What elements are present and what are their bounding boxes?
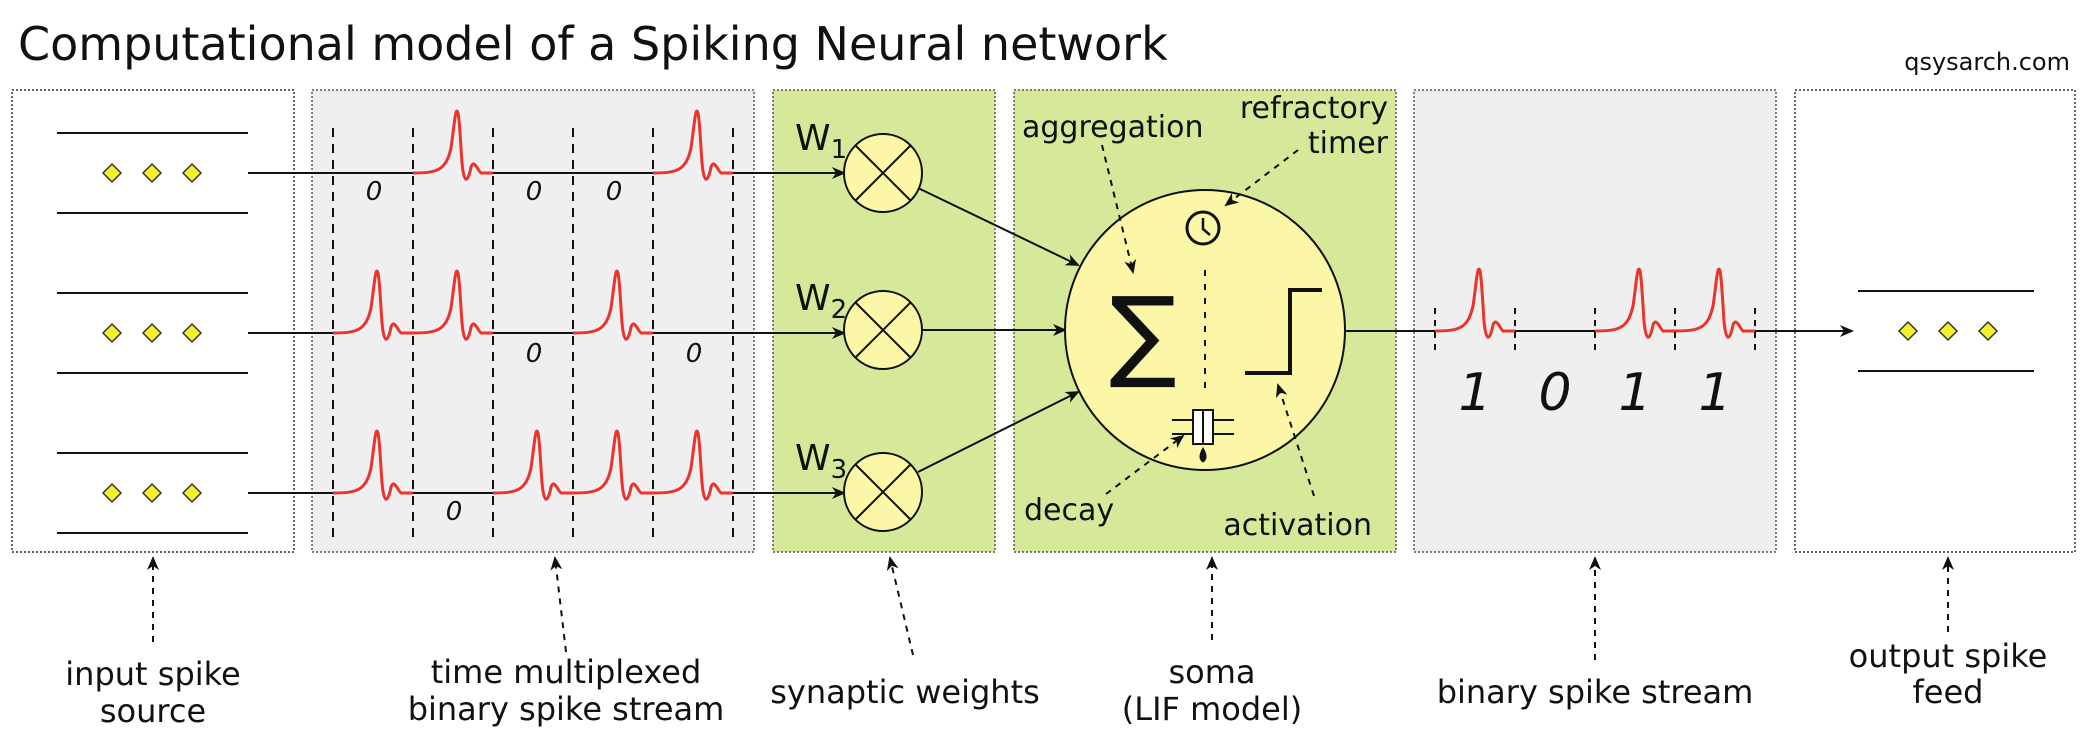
input-caption-line1: input spike [65, 655, 240, 693]
spike-diamond-icon [141, 322, 163, 344]
output-feed-panel [1794, 89, 2076, 553]
weight-to-soma-arrows [917, 187, 1080, 473]
spike-pulse [412, 109, 493, 181]
output-diamond-icon [1937, 320, 1959, 342]
output-bit: 1 [1458, 363, 1491, 423]
spike-pulse [652, 429, 733, 501]
refractory-label: refractory [1240, 91, 1388, 126]
stream-zero: 0 [366, 177, 383, 207]
spike-pulse [332, 429, 413, 501]
soma-caption-line2: (LIF model) [1122, 690, 1302, 728]
output-slot-separators [1434, 308, 1756, 356]
refractory-timer-icon [1185, 210, 1221, 246]
spike-pulse [492, 429, 573, 501]
credit-text: qsysarch.com [1904, 48, 2070, 76]
weight-node-1 [843, 133, 923, 213]
spike-streams [248, 109, 1854, 501]
spike-pulse [572, 429, 653, 501]
output-caption-line2: feed [1913, 673, 1984, 711]
soma-caption-line1: soma [1168, 653, 1255, 691]
output-caption-line1: output spike [1849, 637, 2048, 675]
stream-zero: 0 [686, 339, 703, 369]
spike-diamond-icon [141, 482, 163, 504]
caption-arrows [147, 556, 1954, 660]
sum-symbol: ∑ [1109, 275, 1176, 392]
output-diamond-icon [1977, 320, 1999, 342]
stream-zero: 0 [526, 177, 543, 207]
spike-pulse [332, 269, 413, 341]
spike-diamond-icon [181, 322, 203, 344]
input-source-panel [11, 89, 295, 553]
binary-caption: binary spike stream [1437, 673, 1754, 711]
spike-diamond-icon [101, 162, 123, 184]
soma-annotation-arrows [1101, 144, 1315, 497]
time-caption-line2: binary spike stream [408, 690, 725, 728]
spike-diamond-icon [181, 482, 203, 504]
output-rails [1858, 290, 2034, 372]
spike-pulse [412, 269, 493, 341]
stream-zero: 0 [606, 177, 623, 207]
spike-diamond-icon [181, 162, 203, 184]
decay-leak-icon [1172, 409, 1234, 463]
input-caption-line2: source [100, 692, 206, 730]
spike-diamond-icon [101, 322, 123, 344]
output-spike-pulse [1674, 267, 1755, 339]
output-bit: 1 [1618, 363, 1651, 423]
output-bit: 0 [1538, 363, 1571, 423]
diagram-title: Computational model of a Spiking Neural … [18, 17, 1168, 71]
stream-zero: 0 [526, 339, 543, 369]
activation-step-icon [1245, 288, 1322, 375]
weight-node-3 [843, 452, 923, 532]
stream-zero: 0 [446, 497, 463, 527]
weight-label-3: W3 [795, 438, 847, 485]
weight-node-2 [843, 290, 923, 370]
input-rails [57, 132, 248, 534]
activation-label: activation [1223, 508, 1372, 543]
output-diamond-icon [1897, 320, 1919, 342]
synaptic-caption: synaptic weights [770, 673, 1040, 711]
spike-pulse [572, 269, 653, 341]
timer-label: timer [1308, 126, 1389, 161]
input-diamonds [101, 162, 1999, 504]
spike-diamond-icon [141, 162, 163, 184]
output-spike-pulse [1434, 267, 1515, 339]
aggregation-label: aggregation [1022, 110, 1204, 145]
decay-label: decay [1024, 493, 1114, 528]
weight-label-2: W2 [795, 278, 847, 325]
time-caption-line1: time multiplexed [431, 653, 702, 691]
output-spike-pulse [1594, 267, 1675, 339]
spike-diamond-icon [101, 482, 123, 504]
output-bit: 1 [1698, 363, 1731, 423]
spike-pulse [652, 109, 733, 181]
time-slot-separators [332, 128, 734, 540]
weight-label-1: W1 [795, 118, 847, 165]
